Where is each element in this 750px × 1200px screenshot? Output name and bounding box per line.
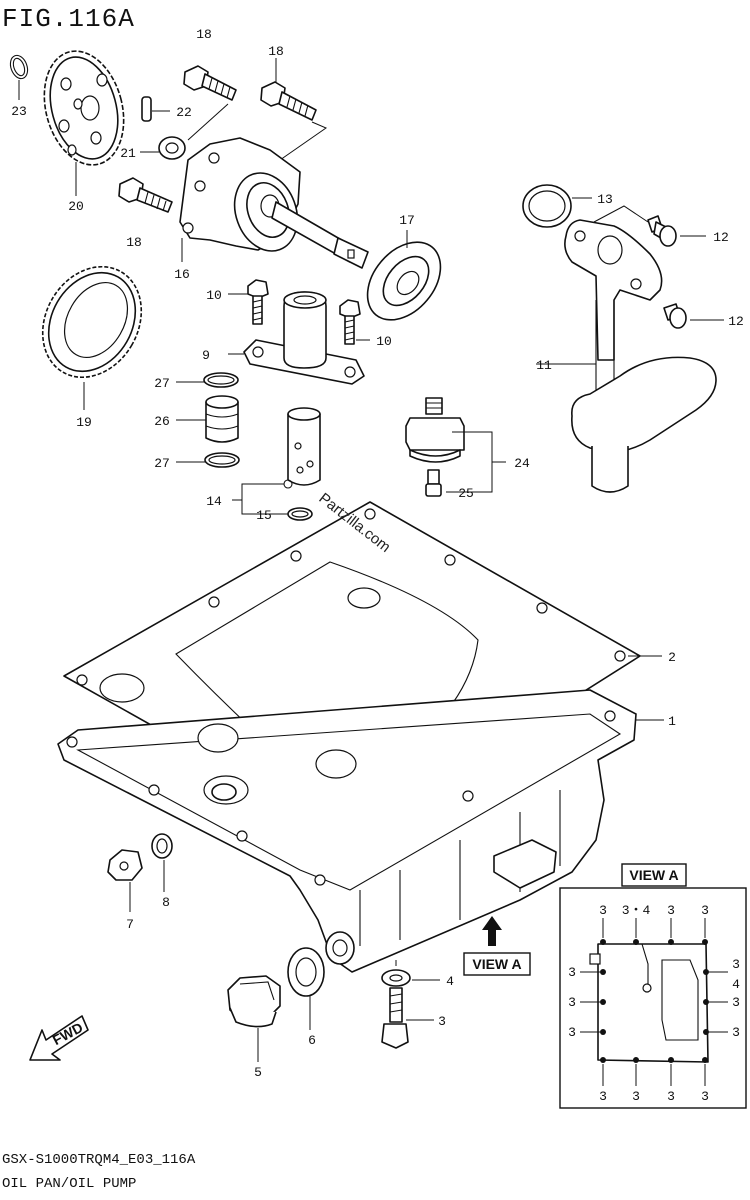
screw-25[interactable] <box>425 469 442 497</box>
callout-24[interactable]: 24 <box>514 456 530 471</box>
o-ring-13[interactable] <box>522 184 572 228</box>
callout-4[interactable]: 4 <box>446 974 454 989</box>
o-ring-27-top[interactable] <box>203 372 239 388</box>
view-a-pointer[interactable]: VIEW A <box>463 916 531 976</box>
inset-label-bottom-2: 3 <box>632 1089 640 1104</box>
washer-6[interactable] <box>287 947 325 997</box>
inset-label-left-2: 3 <box>568 995 576 1010</box>
callout-27-bottom[interactable]: 27 <box>154 456 170 471</box>
bolt-12-top[interactable] <box>647 215 677 247</box>
callout-19[interactable]: 19 <box>76 415 92 430</box>
callout-1[interactable]: 1 <box>668 714 676 729</box>
figure-code: GSX-S1000TRQM4_E03_116A <box>2 1152 196 1168</box>
bolt-10-left[interactable] <box>247 279 269 325</box>
inset-label-left-1: 3 <box>568 965 576 980</box>
inset-title: VIEW A <box>629 867 678 883</box>
inset-label-top-1: 3 <box>599 903 607 918</box>
washer-8[interactable] <box>151 833 173 859</box>
callout-10-right[interactable]: 10 <box>376 334 392 349</box>
fwd-arrow: FWD <box>29 1015 89 1061</box>
view-a-inset: VIEW A 3 3・4 3 3 3 3 3 3 4 3 3 3 3 3 3 <box>559 863 747 1109</box>
callout-10-left[interactable]: 10 <box>206 288 222 303</box>
relief-valve-14[interactable] <box>287 407 321 486</box>
bolt-10-right[interactable] <box>339 299 361 345</box>
inset-label-right-2: 3 <box>732 995 740 1010</box>
inset-label-bottom-4: 3 <box>701 1089 709 1104</box>
callout-22[interactable]: 22 <box>176 105 192 120</box>
bolt-3[interactable] <box>381 987 409 1049</box>
oil-pickup-9[interactable] <box>243 291 365 385</box>
inset-label-left-3: 3 <box>568 1025 576 1040</box>
callout-9[interactable]: 9 <box>202 348 210 363</box>
sprocket-20[interactable] <box>32 42 135 174</box>
o-ring-27-bottom[interactable] <box>204 452 240 468</box>
callout-6[interactable]: 6 <box>308 1033 316 1048</box>
inset-label-bottom-3: 3 <box>667 1089 675 1104</box>
callout-18-lower[interactable]: 18 <box>126 235 142 250</box>
circlip-23[interactable] <box>7 53 30 81</box>
callout-20[interactable]: 20 <box>68 199 84 214</box>
callout-3[interactable]: 3 <box>438 1014 446 1029</box>
callout-17[interactable]: 17 <box>399 213 415 228</box>
bolt-18-lower[interactable] <box>118 177 173 213</box>
callout-numbers: 18 18 18 23 22 21 20 16 17 13 12 12 10 1… <box>11 27 744 1080</box>
sleeve-26[interactable] <box>205 395 239 443</box>
view-a-label: VIEW A <box>472 956 521 972</box>
plug-7[interactable] <box>107 849 143 881</box>
oil-pressure-switch-24[interactable] <box>405 397 465 463</box>
bolt-18-top-right[interactable] <box>260 81 317 121</box>
callout-2[interactable]: 2 <box>668 650 676 665</box>
strainer-17[interactable] <box>353 228 456 334</box>
callout-15[interactable]: 15 <box>256 508 272 523</box>
inset-label-top-3: 3 <box>667 903 675 918</box>
callout-12-top[interactable]: 12 <box>713 230 729 245</box>
callout-18-top[interactable]: 18 <box>196 27 212 42</box>
inset-label-right-1: 3 <box>732 957 740 972</box>
inset-label-bottom-1: 3 <box>599 1089 607 1104</box>
callout-23[interactable]: 23 <box>11 104 27 119</box>
bolt-12-bottom[interactable] <box>663 303 687 329</box>
figure-name: OIL PAN/OIL PUMP <box>2 1176 137 1192</box>
washer-4[interactable] <box>381 969 411 987</box>
callout-5[interactable]: 5 <box>254 1065 262 1080</box>
callout-13[interactable]: 13 <box>597 192 613 207</box>
callout-27-top[interactable]: 27 <box>154 376 170 391</box>
callout-21[interactable]: 21 <box>120 146 136 161</box>
washer-21[interactable] <box>158 136 186 160</box>
callout-16[interactable]: 16 <box>174 267 190 282</box>
inset-label-top-2: 3・4 <box>622 903 651 918</box>
o-ring-15[interactable] <box>287 507 313 521</box>
callout-25[interactable]: 25 <box>458 486 474 501</box>
callout-11[interactable]: 11 <box>536 358 552 373</box>
callout-12-bottom[interactable]: 12 <box>728 314 744 329</box>
callout-18-right[interactable]: 18 <box>268 44 284 59</box>
bolt-18-top-left[interactable] <box>183 65 237 101</box>
inset-label-right-3: 3 <box>732 1025 740 1040</box>
callout-7[interactable]: 7 <box>126 917 134 932</box>
strainer-pipe-11[interactable] <box>564 219 717 493</box>
figure-title: FIG.116A <box>2 4 135 34</box>
callout-8[interactable]: 8 <box>162 895 170 910</box>
pin-22[interactable] <box>141 96 152 122</box>
oil-pan-1[interactable] <box>57 689 637 973</box>
oil-pump-16[interactable] <box>179 137 369 269</box>
callout-14[interactable]: 14 <box>206 494 222 509</box>
drain-bolt-5[interactable] <box>227 975 281 1028</box>
gear-ring-19[interactable] <box>23 249 161 395</box>
inset-label-right-1b: 4 <box>732 977 740 992</box>
callout-26[interactable]: 26 <box>154 414 170 429</box>
inset-label-top-4: 3 <box>701 903 709 918</box>
